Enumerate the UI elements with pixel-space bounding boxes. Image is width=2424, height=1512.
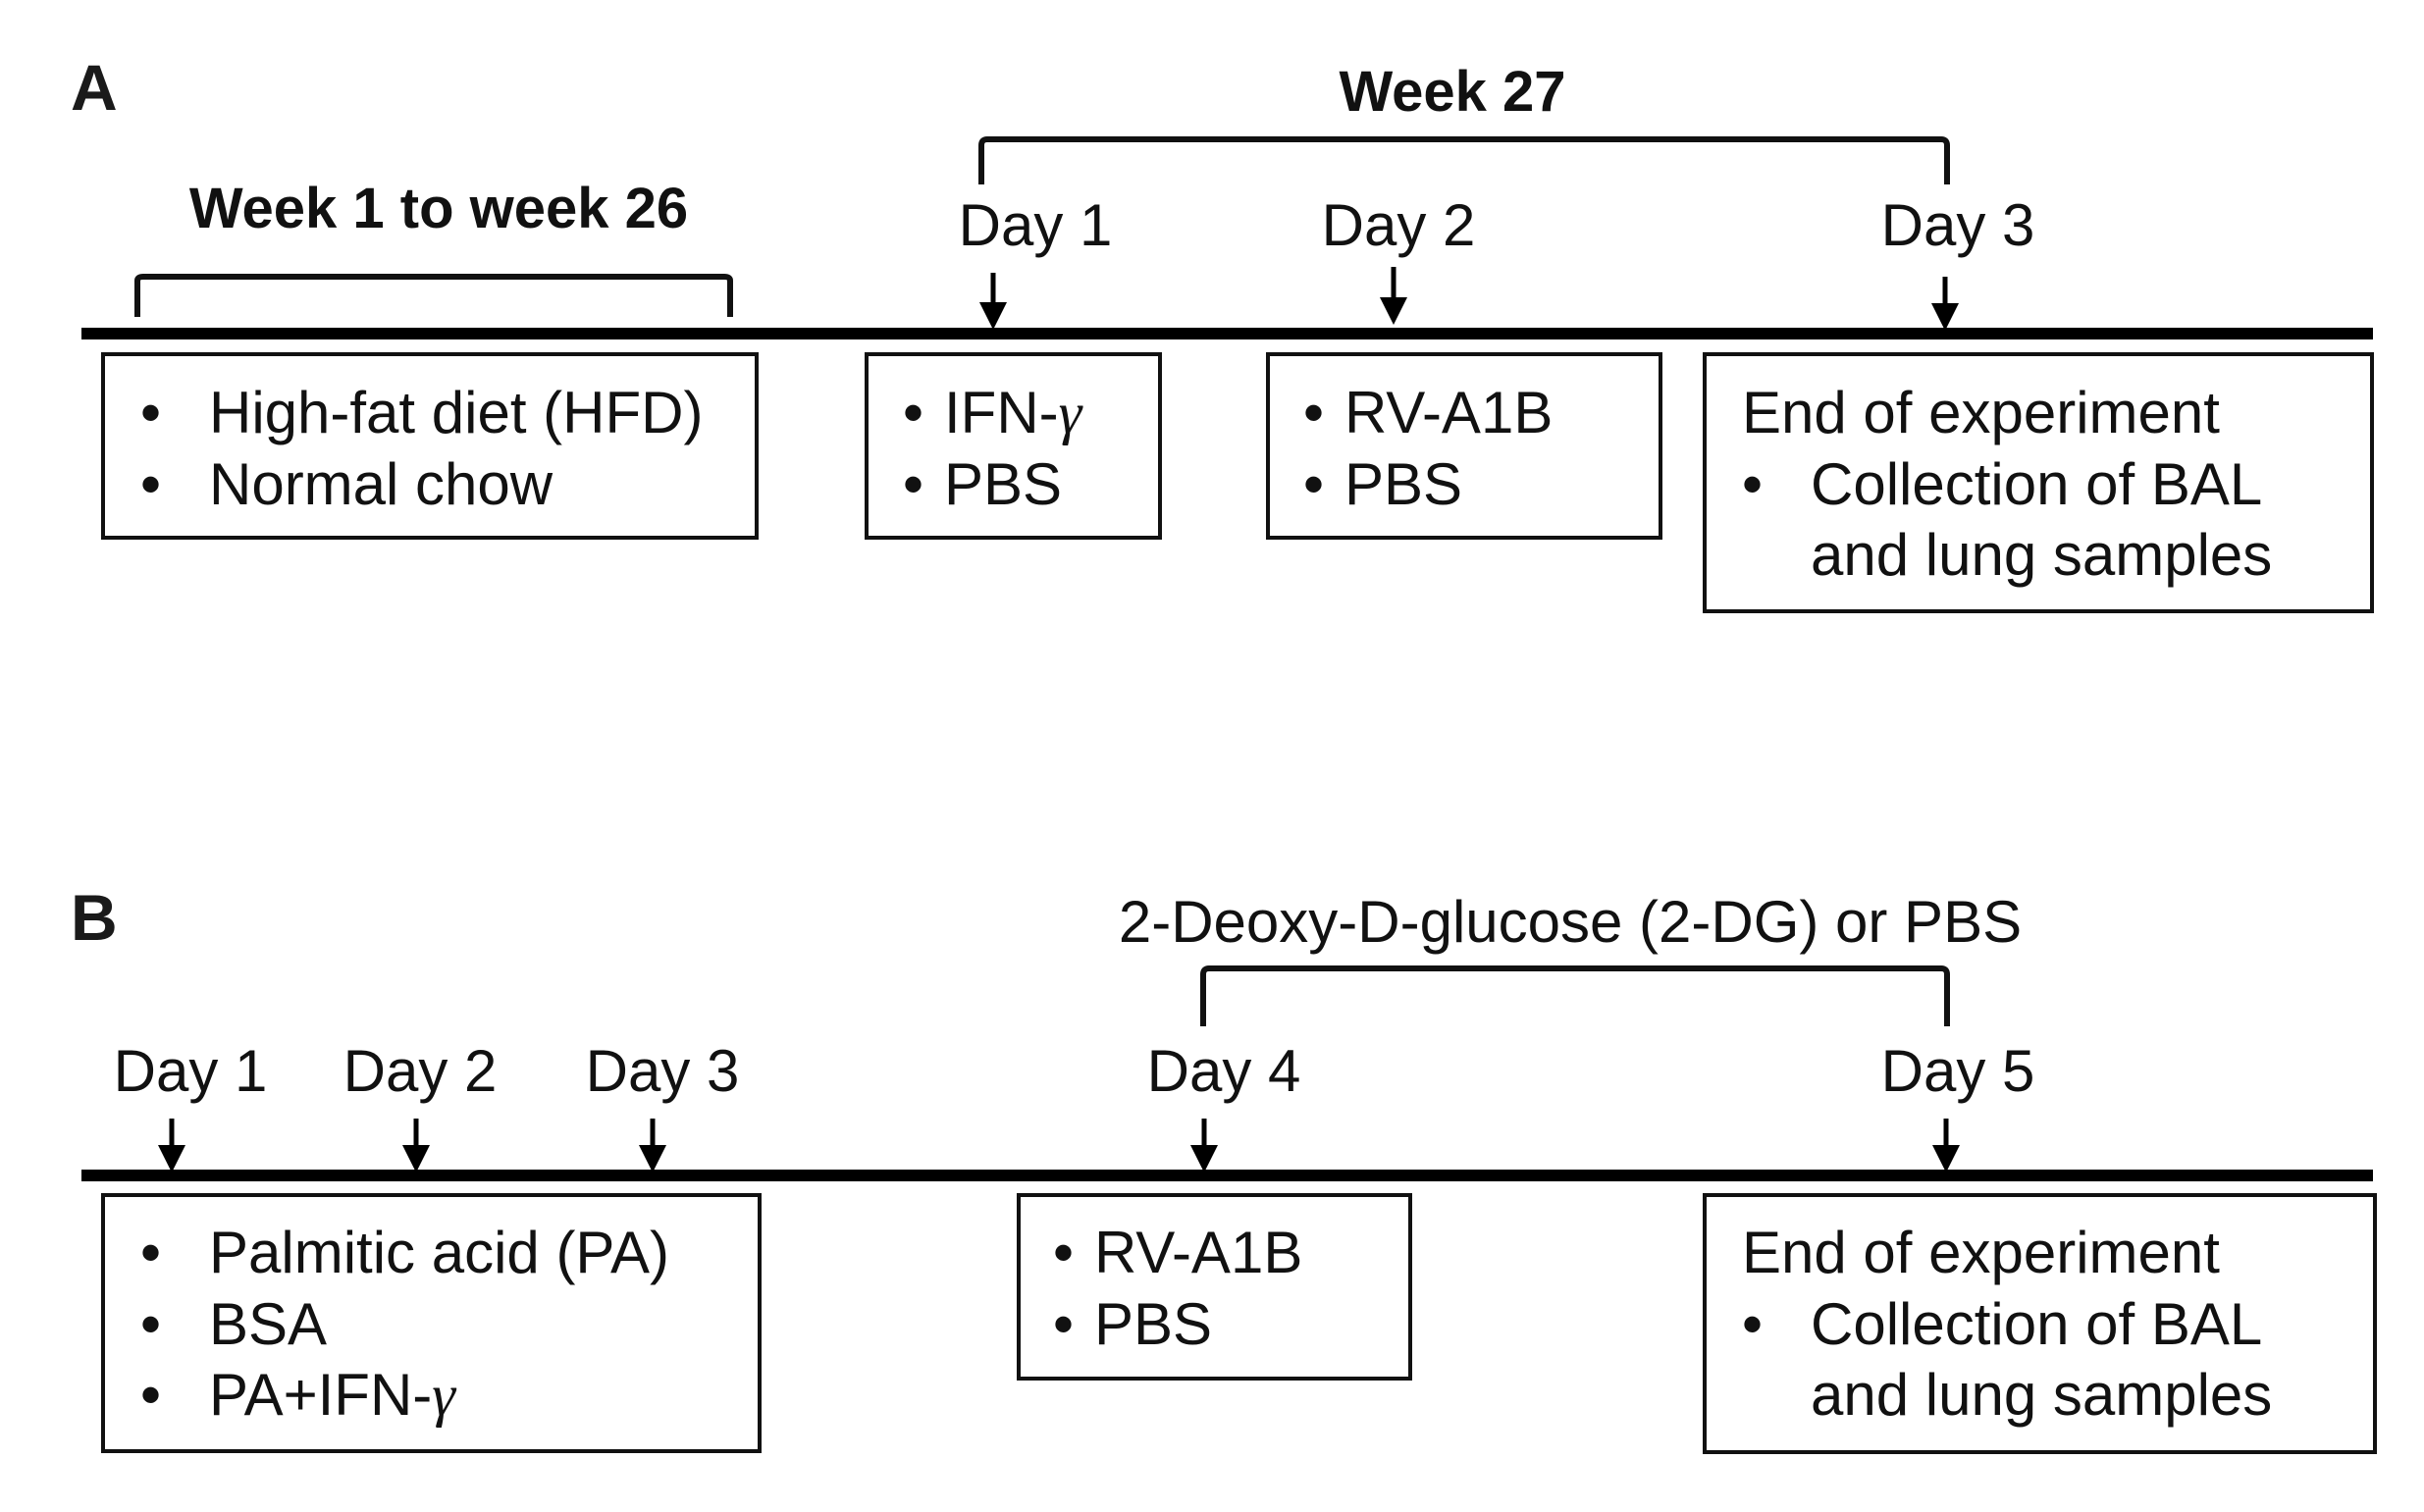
pa-item: Palmitic acid (PA) [209,1220,669,1285]
end-item-line: Collection of BAL [1811,451,2262,517]
panel-a-day-2-label: Day 2 [1322,192,1476,258]
bullet: • [1742,1291,1763,1357]
pa-item: PA+IFN-γ [209,1362,456,1428]
bullet: • [140,1291,161,1357]
panel-b-rv-box: • RV-A1B • PBS [1017,1193,1412,1381]
panel-a-day-1-label: Day 1 [959,192,1113,258]
phase1-bracket [134,274,733,317]
bullet: • [1742,451,1763,517]
panel-b-letter: B [71,881,118,954]
bullet: • [140,451,161,517]
bullet: • [1053,1220,1074,1285]
rv-item: PBS [1344,451,1462,517]
bullet: • [1303,451,1324,517]
panel-a-day-3-arrow [1931,277,1959,331]
bullet: • [140,1220,161,1285]
panel-b-day-3-arrow [639,1119,666,1173]
end-heading: End of experiment [1742,380,2220,445]
diet-item: High-fat diet (HFD) [209,380,703,445]
panel-a: A Week 1 to week 26 Week 27 Day 1 Day 2 … [71,51,2374,613]
panel-a-day-2-arrow [1380,267,1407,325]
ifn-item: PBS [944,451,1062,517]
panel-a-end-box: End of experiment • Collection of BAL an… [1703,352,2374,613]
rv-item: RV-A1B [1344,380,1553,445]
end-item-line: Collection of BAL [1811,1291,2262,1357]
bullet: • [903,451,923,517]
panel-a-day-3-label: Day 3 [1881,192,2035,258]
end-item-line: and lung samples [1811,1362,2272,1428]
panel-b-day-3-label: Day 3 [586,1038,740,1104]
panel-b-end-box: End of experiment • Collection of BAL an… [1703,1193,2377,1454]
panel-b-day-2-arrow [402,1119,430,1173]
treatment-bracket [1200,965,1950,1026]
phase1-label: Week 1 to week 26 [189,177,688,240]
bullet: • [903,380,923,445]
panel-a-rv-box: • RV-A1B • PBS [1266,352,1662,540]
bullet: • [1053,1291,1074,1357]
end-heading: End of experiment [1742,1220,2220,1285]
panel-b-day-2-label: Day 2 [343,1038,498,1104]
panel-b-day-5-arrow [1932,1119,1960,1173]
phase2-bracket [978,136,1950,184]
pa-box: • Palmitic acid (PA) • BSA • PA+IFN-γ [101,1193,762,1453]
panel-a-day-1-arrow [979,273,1007,330]
panel-b-day-5-label: Day 5 [1881,1038,2035,1104]
diet-item: Normal chow [209,451,553,517]
rv-item: RV-A1B [1094,1220,1302,1285]
panel-b-day-4-arrow [1190,1119,1218,1173]
bullet: • [140,1362,161,1428]
panel-b: B 2-Deoxy-D-glucose (2-DG) or PBS Day 1 … [71,881,2377,1454]
phase2-label: Week 27 [1339,60,1565,124]
treatment-label: 2-Deoxy-D-glucose (2-DG) or PBS [1119,889,2022,955]
bullet: • [140,380,161,445]
ifn-box: • IFN-γ • PBS [865,352,1162,540]
end-item-line: and lung samples [1811,522,2272,588]
ifn-item: IFN-γ [944,380,1083,445]
pa-item: BSA [209,1291,327,1357]
panel-b-day-4-label: Day 4 [1147,1038,1301,1104]
rv-item: PBS [1094,1291,1212,1357]
diet-box: • High-fat diet (HFD) • Normal chow [101,352,759,540]
bullet: • [1303,380,1324,445]
panel-a-letter: A [71,51,118,124]
panel-b-day-1-label: Day 1 [114,1038,268,1104]
panel-b-day-1-arrow [158,1119,185,1173]
